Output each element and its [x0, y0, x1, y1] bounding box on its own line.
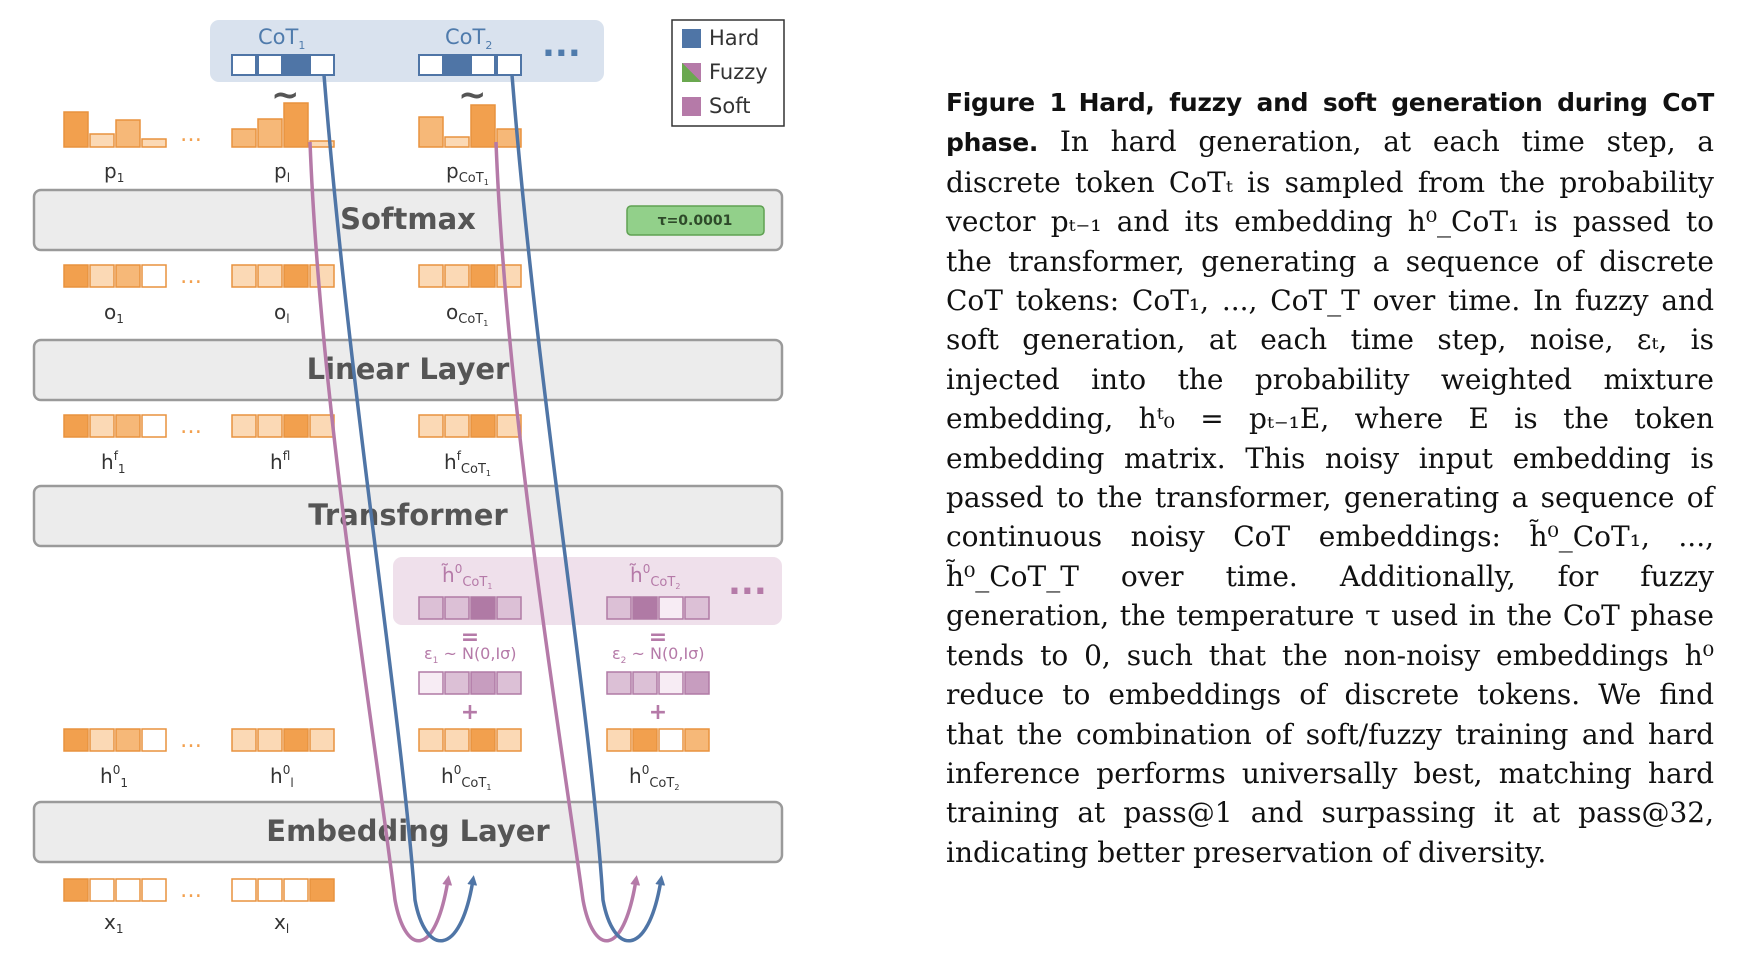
cot2-token-boxes — [418, 54, 522, 76]
legend-fuzzy-swatch — [682, 63, 701, 82]
label-h0cot1: h0CoT1 — [441, 763, 491, 792]
linear-label: Linear Layer — [307, 352, 510, 386]
label-o1: o1 — [104, 300, 124, 326]
softmax-label: Softmax — [340, 202, 476, 236]
dots-x: … — [180, 878, 202, 903]
label-ocot: oCoT1 — [446, 300, 488, 328]
architecture-diagram: CoT1 CoT2 ... Hard Fuzzy Soft ~ ~ … — [32, 19, 785, 943]
label-ol: ol — [274, 300, 290, 326]
legend-fuzzy-label: Fuzzy — [709, 60, 768, 84]
feedback-curve-hard-cot2 — [510, 74, 666, 943]
dots-o: … — [180, 264, 202, 289]
temperature-badge — [626, 205, 765, 236]
prob-bars-pcot — [418, 104, 522, 148]
hidden-boxes-hfl — [231, 414, 335, 438]
noise-eps1: ε1 ~ N(0,Iσ) — [424, 644, 517, 666]
noisy-boxes-cot2 — [606, 596, 710, 620]
cot1-label: CoT1 — [258, 25, 305, 52]
feedback-curve-hard-cot1 — [322, 74, 478, 943]
label-x1: x1 — [104, 910, 123, 936]
embed-boxes-h0l — [231, 728, 335, 752]
embed-boxes-h0cot2 — [606, 728, 710, 752]
cot-ellipsis: ... — [542, 25, 581, 65]
dots-hf: … — [180, 414, 202, 439]
legend-soft-swatch — [682, 97, 701, 116]
legend-hard-label: Hard — [709, 26, 759, 50]
caption-title: Hard, fuzzy and soft generation during C… — [946, 88, 1714, 158]
noisy-boxes-cot1 — [418, 596, 522, 620]
transformer-layer — [32, 484, 784, 548]
noise-eps2: ε2 ~ N(0,Iσ) — [612, 644, 705, 666]
logit-boxes-ocot — [418, 264, 522, 288]
softmax-layer — [32, 188, 784, 252]
noise-boxes-eps2 — [606, 671, 710, 695]
embed-boxes-h0cot1 — [418, 728, 522, 752]
noisy-ellipsis: ... — [728, 563, 767, 603]
cot2-label: CoT2 — [445, 25, 492, 52]
caption-figure-number: Figure 1 — [946, 88, 1067, 117]
dots-p: … — [180, 122, 202, 147]
caption-body: In hard generation, at each time step, a… — [946, 125, 1714, 869]
input-boxes-xl — [231, 878, 335, 902]
logit-boxes-o1 — [63, 264, 167, 288]
linear-layer — [32, 338, 784, 402]
legend-hard-swatch — [682, 29, 701, 48]
transformer-label: Transformer — [308, 498, 508, 532]
cot1-token-boxes — [231, 54, 335, 76]
equals-1: = — [461, 625, 479, 650]
label-hfl: hfl — [270, 449, 290, 474]
embed-boxes-h01 — [63, 728, 167, 752]
label-p1: p1 — [104, 159, 124, 185]
feedback-curve-soft-cot2 — [494, 141, 641, 943]
plus-2: + — [649, 700, 667, 725]
label-hfcot: hfCoT1 — [444, 449, 491, 478]
legend-soft-label: Soft — [709, 94, 750, 118]
noise-boxes-eps1 — [418, 671, 522, 695]
feedback-curve-soft-cot1 — [308, 141, 453, 943]
logit-boxes-ol — [231, 264, 335, 288]
prob-bars-pl — [231, 102, 335, 148]
label-pcot: pCoT1 — [446, 159, 489, 187]
legend: Hard Fuzzy Soft — [671, 19, 785, 127]
label-hf1: hf1 — [101, 449, 126, 476]
label-htilde1: h̃0CoT1 — [441, 562, 493, 591]
label-xl: xl — [274, 910, 289, 936]
temperature-label: τ=0.0001 — [658, 213, 733, 229]
plus-1: + — [461, 700, 479, 725]
equals-2: = — [649, 625, 667, 650]
prob-bars-p1 — [63, 111, 167, 148]
hidden-boxes-hf1 — [63, 414, 167, 438]
label-pl: pl — [274, 159, 290, 185]
input-boxes-x1 — [63, 878, 167, 902]
label-htilde2: h̃0CoT2 — [629, 562, 681, 591]
label-h0l: h0l — [270, 763, 294, 790]
label-h01: h01 — [100, 763, 128, 790]
label-h0cot2: h0CoT2 — [629, 763, 679, 792]
dots-h0: … — [180, 728, 202, 753]
hidden-boxes-hfcot — [418, 414, 522, 438]
